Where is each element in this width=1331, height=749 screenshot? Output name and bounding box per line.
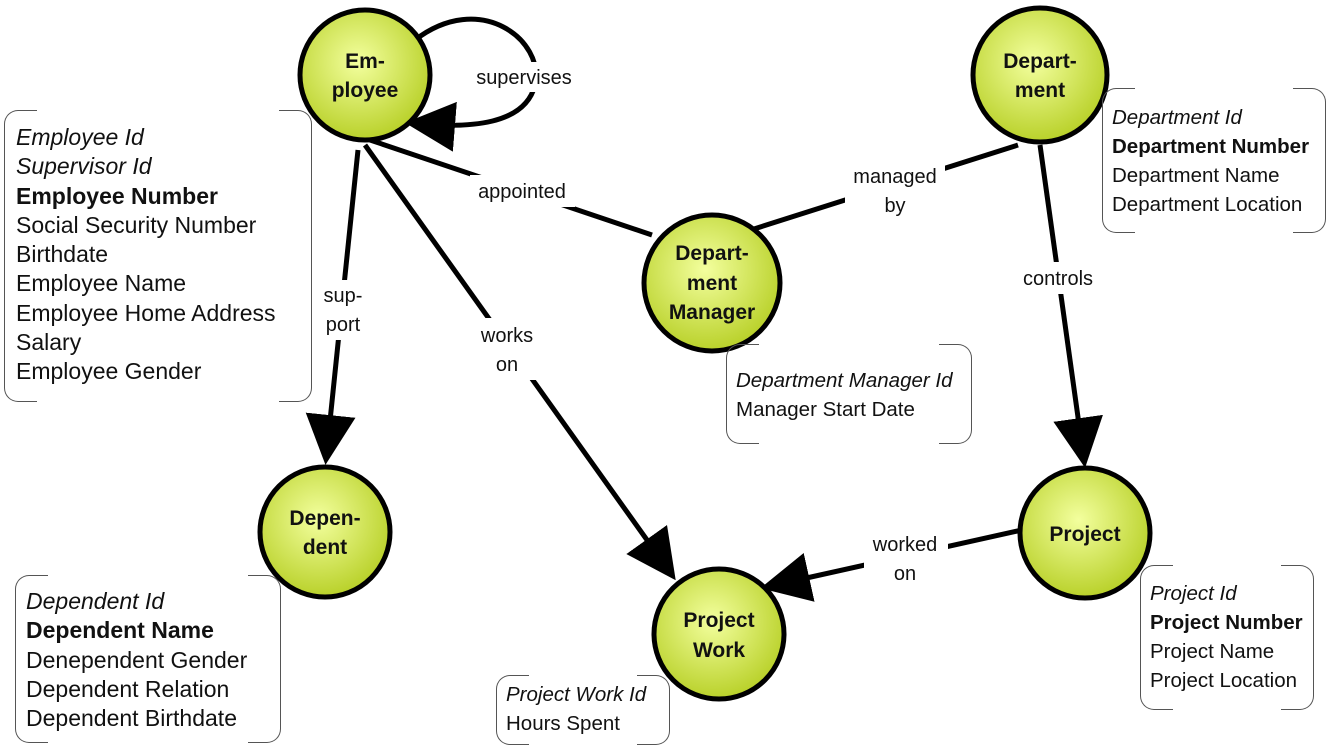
edge-controls [1037, 144, 1103, 468]
svg-text:Project: Project [1049, 523, 1120, 546]
attribute-item: Denependent Gender [26, 646, 248, 673]
attribute-item: Employee Id [16, 124, 144, 150]
svg-text:appointed: appointed [478, 181, 566, 203]
attribute-item: Department Number [1112, 135, 1310, 158]
attribute-item: Dependent Id [26, 588, 165, 614]
attribute-item: Employee Home Address [16, 299, 276, 326]
attribute-item: Salary [16, 329, 82, 356]
node-employee: Em- ployee [297, 7, 433, 143]
attribute-item: Employee Name [16, 270, 187, 297]
attribute-item: Project Work Id [506, 683, 647, 706]
rel-label-controls: controls [1015, 262, 1103, 294]
svg-text:port: port [326, 314, 361, 336]
svg-text:controls: controls [1023, 268, 1093, 290]
rel-label-managed-by: managed by [845, 158, 945, 220]
svg-text:on: on [894, 563, 916, 585]
node-department: Depart- ment [970, 5, 1110, 145]
svg-text:ployee: ployee [332, 79, 399, 102]
rel-label-worked-on: worked on [864, 528, 948, 590]
svg-text:Depart-: Depart- [675, 242, 749, 265]
rel-label-supervises: supervises [470, 62, 580, 92]
attribute-item: Department Id [1112, 106, 1242, 129]
rel-label-works-on: works on [470, 318, 545, 380]
attribute-item: Department Name [1112, 164, 1280, 187]
svg-text:Work: Work [693, 639, 745, 662]
attribute-item: Social Security Number [16, 211, 257, 238]
rel-label-support: sup- port [312, 280, 377, 340]
svg-text:by: by [884, 195, 905, 217]
attribute-item: Hours Spent [506, 712, 620, 735]
attribute-item: Dependent Birthdate [26, 705, 237, 732]
svg-text:managed: managed [853, 166, 936, 188]
attribute-item: Project Name [1150, 640, 1275, 663]
rel-label-appointed: appointed [470, 175, 575, 207]
svg-text:Manager: Manager [669, 301, 755, 324]
attribute-item: Employee Gender [16, 358, 202, 385]
svg-text:ment: ment [1015, 79, 1065, 102]
svg-text:ment: ment [687, 272, 737, 295]
svg-text:Em-: Em- [345, 50, 385, 73]
svg-text:on: on [496, 354, 518, 376]
attribute-item: Employee Number [16, 182, 218, 209]
node-department-manager: Depart- ment Manager [641, 212, 783, 354]
attribute-item: Dependent Name [26, 617, 214, 644]
node-dependent: Depen- dent [257, 464, 393, 600]
svg-text:Project: Project [683, 609, 754, 632]
attribute-item: Manager Start Date [736, 398, 915, 421]
attribute-item: Project Number [1150, 611, 1303, 634]
attribute-item: Department Manager Id [736, 369, 953, 392]
node-project: Project [1017, 465, 1153, 601]
attribute-item: Birthdate [16, 241, 109, 268]
department-manager-attributes: Department Manager Id Manager Start Date [726, 344, 972, 444]
svg-text:dent: dent [303, 536, 347, 559]
svg-text:Depen-: Depen- [289, 507, 360, 530]
attribute-item: Department Location [1112, 193, 1303, 216]
attribute-item: Supervisor Id [16, 153, 152, 180]
svg-text:works: works [480, 325, 533, 347]
svg-text:sup-: sup- [324, 285, 363, 307]
project-work-attributes: Project Work Id Hours Spent [496, 675, 670, 745]
svg-text:supervises: supervises [476, 67, 572, 89]
attribute-item: Project Id [1150, 582, 1237, 605]
attribute-item: Project Location [1150, 669, 1298, 692]
node-project-work: Project Work [651, 566, 787, 702]
svg-text:Depart-: Depart- [1003, 50, 1077, 73]
attribute-item: Dependent Relation [26, 675, 230, 702]
svg-text:worked: worked [872, 534, 937, 556]
